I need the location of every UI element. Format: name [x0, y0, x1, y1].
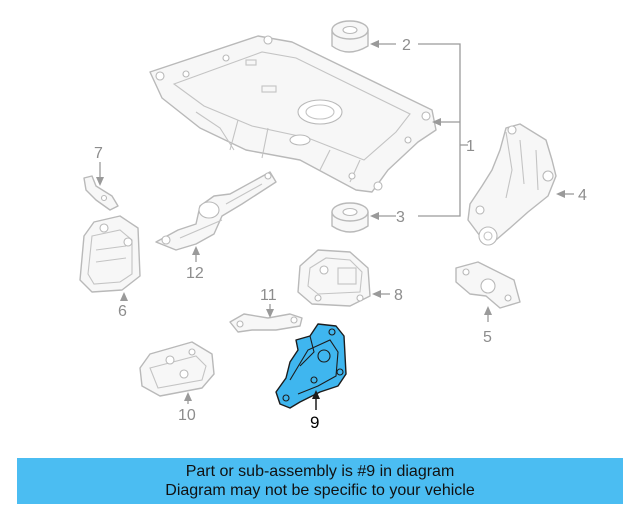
subframe-part-1[interactable] — [149, 35, 437, 193]
callout-labels: 1 2 3 4 5 6 7 8 9 10 11 12 — [94, 37, 587, 432]
callout-1: 1 — [466, 138, 475, 155]
callout-10: 10 — [178, 407, 196, 424]
info-banner: Part or sub-assembly is #9 in diagram Di… — [17, 458, 623, 504]
callout-8: 8 — [394, 287, 403, 304]
bushing-part-2[interactable] — [331, 20, 369, 53]
callout-5: 5 — [483, 329, 492, 346]
callout-12: 12 — [186, 265, 204, 282]
mount-part-5[interactable] — [455, 261, 521, 309]
leader-lines — [96, 40, 574, 410]
bracket-part-4[interactable] — [467, 123, 557, 246]
engine-mount-part-6[interactable] — [79, 215, 141, 293]
callout-3: 3 — [396, 209, 405, 226]
banner-line-disclaimer: Diagram may not be specific to your vehi… — [165, 482, 475, 499]
callout-7: 7 — [94, 145, 103, 162]
engine-mount-part-8[interactable] — [297, 249, 371, 307]
banner-line-part-number: Part or sub-assembly is #9 in diagram — [185, 463, 455, 480]
strap-part-11[interactable] — [229, 313, 303, 333]
callout-9: 9 — [310, 413, 319, 432]
torque-rod-part-12[interactable] — [155, 171, 277, 251]
mount-block-part-10[interactable] — [139, 341, 215, 397]
bracket-part-7[interactable] — [83, 175, 119, 211]
callout-6: 6 — [118, 303, 127, 320]
callout-11: 11 — [260, 287, 277, 304]
highlighted-bracket-part-9[interactable] — [275, 323, 347, 409]
callout-4: 4 — [578, 187, 587, 204]
callout-2: 2 — [402, 37, 411, 54]
exploded-parts-diagram: 1 2 3 4 5 6 7 8 9 10 11 12 — [79, 20, 587, 432]
bushing-part-3[interactable] — [331, 202, 369, 233]
